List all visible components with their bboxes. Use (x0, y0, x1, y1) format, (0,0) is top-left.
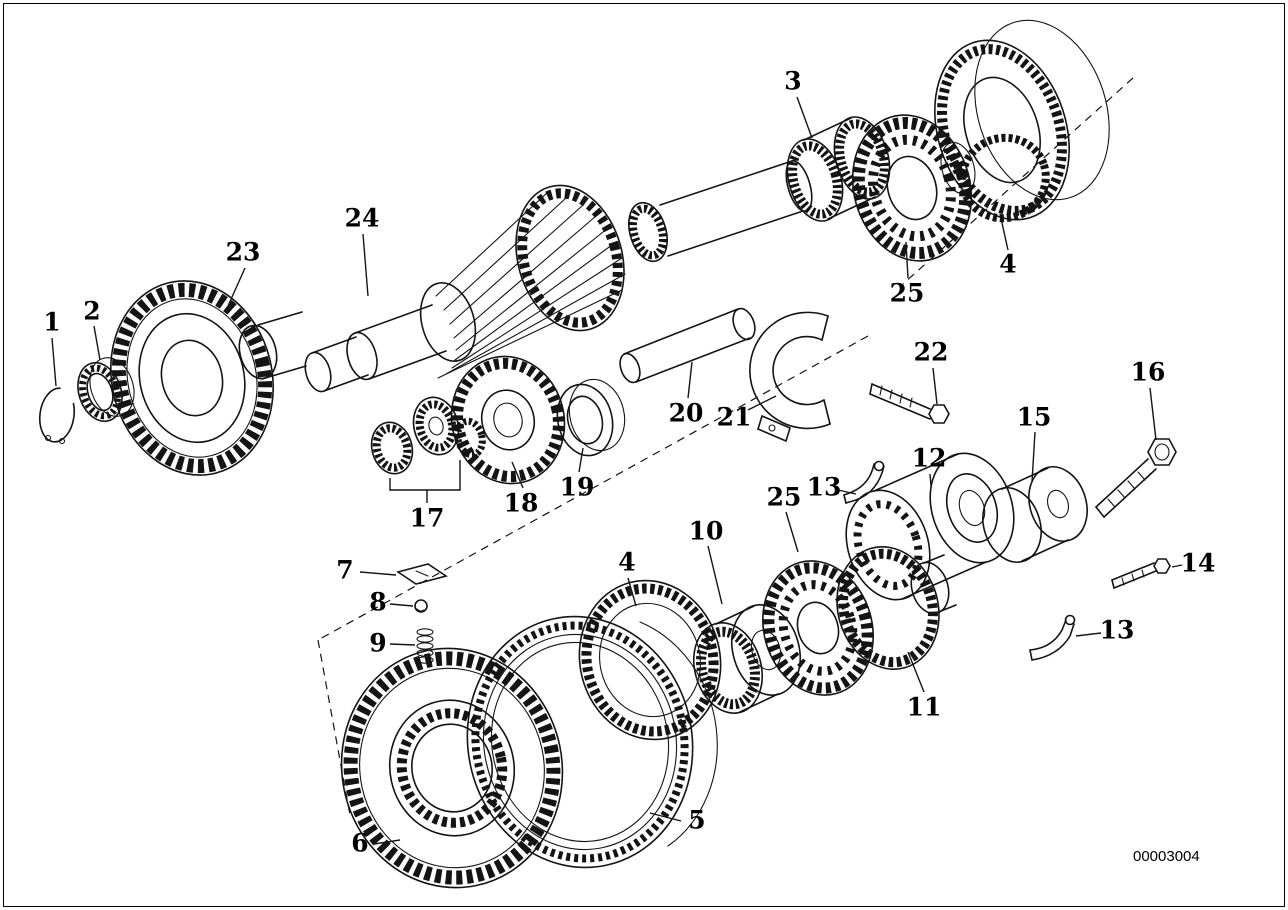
part-callout-13b[interactable]: 13 (1099, 615, 1135, 645)
part-callout-6[interactable]: 6 (351, 828, 369, 858)
part-21-holder (749, 311, 831, 443)
part-19-bearing-ring (556, 378, 626, 457)
part-22-bolt (869, 383, 950, 424)
part-1-snap-ring (38, 387, 76, 445)
part-16-bolt (1095, 438, 1177, 518)
part-callout-25b[interactable]: 25 (766, 482, 802, 512)
part-6-gear (340, 647, 564, 889)
part-25-gear-lower (762, 560, 874, 696)
part-callout-4a[interactable]: 4 (999, 249, 1017, 279)
part-7-lock-plate (396, 563, 448, 585)
part-callout-15[interactable]: 15 (1016, 402, 1052, 432)
part-callout-22[interactable]: 22 (913, 337, 949, 367)
part-15-spacer (982, 466, 1088, 563)
part-callout-20[interactable]: 20 (668, 398, 704, 428)
part-callout-10[interactable]: 10 (688, 516, 724, 546)
part-callout-17[interactable]: 17 (409, 503, 445, 533)
part-23-gear (110, 280, 307, 476)
part-callout-24[interactable]: 24 (344, 203, 380, 233)
part-8-ball (414, 599, 428, 613)
part-callout-5[interactable]: 5 (688, 805, 706, 835)
part-14-bolt (1111, 558, 1171, 589)
diagram-id: 00003004 (1133, 848, 1200, 865)
part-4-ring-gear-upper (934, 19, 1110, 223)
part-callout-13a[interactable]: 13 (806, 472, 842, 502)
leader-lines (51, 96, 1183, 845)
part-callout-18[interactable]: 18 (503, 488, 539, 518)
part-callout-21[interactable]: 21 (716, 402, 752, 432)
part-18-gear (450, 355, 566, 485)
part-13-clip-upper (843, 460, 885, 504)
part-callout-3[interactable]: 3 (784, 66, 802, 96)
part-17-splined-gears (370, 396, 460, 475)
part-10-splined-hub (693, 604, 801, 714)
part-24-input-shaft (304, 159, 813, 393)
part-callout-4b[interactable]: 4 (618, 547, 636, 577)
part-13-clip-lower (1029, 614, 1076, 661)
part-25-gear-upper (851, 114, 976, 262)
part-2-bearing (77, 357, 135, 423)
part-callout-1[interactable]: 1 (43, 307, 61, 337)
part-callout-16[interactable]: 16 (1130, 357, 1166, 387)
part-callout-25a[interactable]: 25 (889, 278, 925, 308)
part-callout-23[interactable]: 23 (225, 237, 261, 267)
part-callout-14[interactable]: 14 (1180, 548, 1216, 578)
part-callout-7[interactable]: 7 (336, 555, 354, 585)
part-callout-9[interactable]: 9 (369, 628, 387, 658)
part-3-splined-sleeve (786, 116, 891, 222)
part-callout-11[interactable]: 11 (906, 692, 942, 722)
part-callout-8[interactable]: 8 (369, 587, 387, 617)
part-callout-19[interactable]: 19 (559, 472, 595, 502)
part-callout-12[interactable]: 12 (911, 443, 947, 473)
part-callout-2[interactable]: 2 (83, 296, 101, 326)
part-11-gear (836, 546, 957, 670)
part-20-pin (619, 307, 756, 384)
